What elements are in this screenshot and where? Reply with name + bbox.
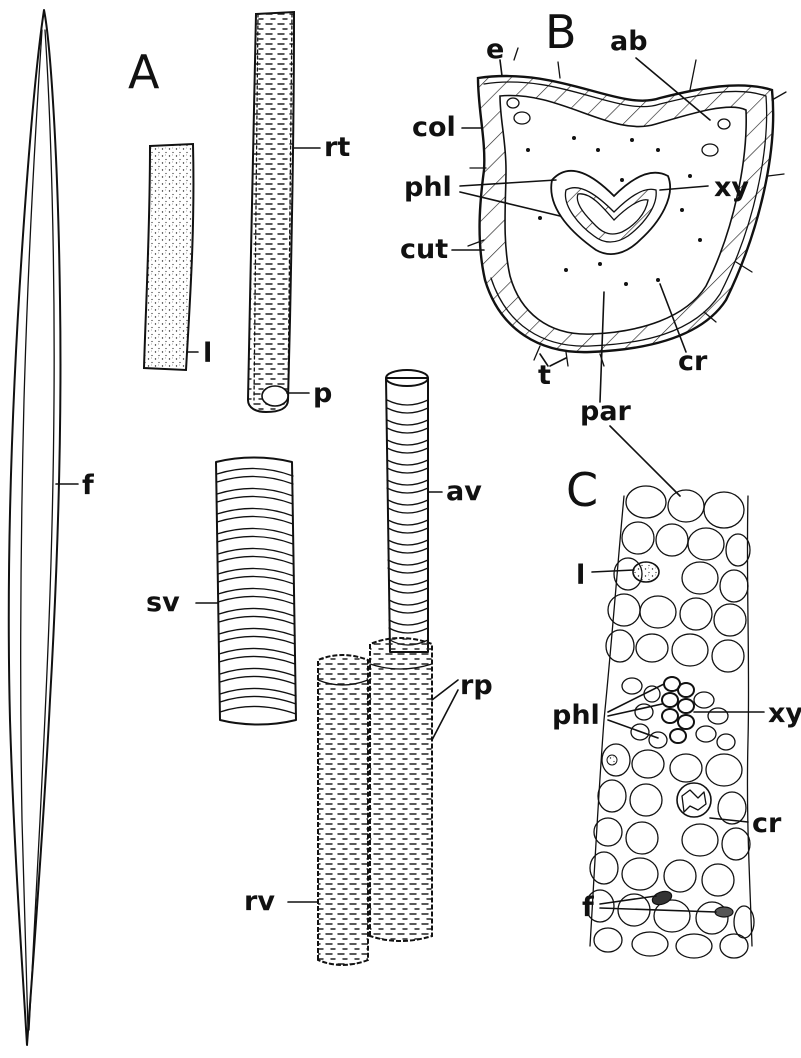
cross-section-drawing bbox=[468, 48, 786, 366]
pit-label: p bbox=[313, 378, 332, 409]
phloem-b-label: phl bbox=[404, 172, 452, 203]
abnormal-bundle-label: ab bbox=[610, 26, 648, 57]
collenchyma-label: col bbox=[412, 112, 456, 143]
cuticle-label: cut bbox=[400, 234, 448, 265]
phloem-c-leader-3 bbox=[608, 720, 658, 738]
annular-label: av bbox=[446, 476, 482, 507]
epidermis-label: e bbox=[486, 34, 504, 65]
latex-label: l bbox=[203, 338, 212, 369]
panel-a: A f l rt p bbox=[9, 10, 493, 1045]
crystal-b-label: cr bbox=[678, 346, 708, 377]
xylem-b-label: xy bbox=[714, 172, 749, 203]
phloem-c-label: phl bbox=[552, 700, 600, 731]
spiral-bands bbox=[217, 468, 296, 714]
fiber-drawing bbox=[9, 10, 61, 1045]
fiber-c-label: f bbox=[582, 892, 594, 923]
xylem-c-label: xy bbox=[768, 698, 801, 729]
panel-a-letter: A bbox=[128, 45, 160, 99]
vascular-bundle bbox=[622, 677, 735, 750]
latex-c-label: l bbox=[576, 560, 585, 591]
parenchyma-label: par bbox=[580, 396, 632, 427]
tracheid-label: rt bbox=[324, 132, 350, 163]
reticulate-vessel-drawing bbox=[318, 655, 368, 965]
rv-label: rv bbox=[244, 886, 275, 917]
annular-rings bbox=[387, 400, 428, 645]
spiral-vessel-drawing bbox=[216, 458, 296, 725]
rp-label: rp bbox=[460, 670, 493, 701]
panel-c-letter: C bbox=[566, 463, 598, 517]
reticulate-tracheid-drawing bbox=[248, 12, 294, 412]
panel-b: B bbox=[400, 5, 786, 427]
crystal-c-label: cr bbox=[752, 808, 782, 839]
reticulate-pitted-drawing bbox=[370, 638, 432, 941]
fiber-label: f bbox=[82, 470, 94, 501]
panel-c: C bbox=[552, 426, 801, 958]
trichome-label: t bbox=[538, 360, 551, 391]
panel-b-letter: B bbox=[545, 5, 577, 59]
spiral-label: sv bbox=[146, 587, 180, 618]
annular-vessel-drawing bbox=[386, 370, 428, 652]
latex-cell-drawing bbox=[144, 144, 193, 370]
trichome-leader-2 bbox=[550, 358, 566, 366]
latex-c-leader bbox=[592, 570, 634, 572]
